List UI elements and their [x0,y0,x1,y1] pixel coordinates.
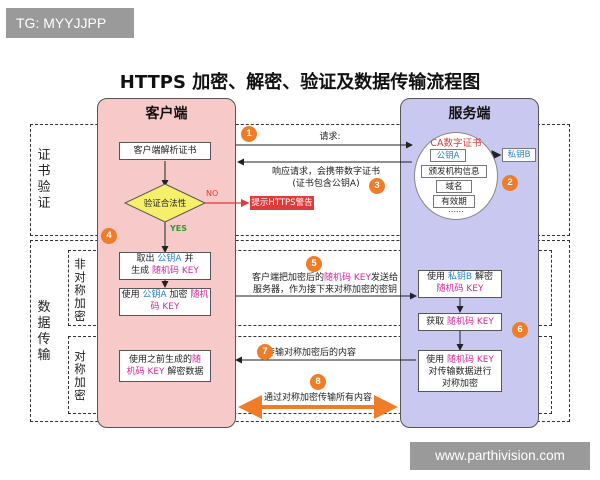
get-key-box: 获取 随机码 KEY [418,313,502,331]
section-sym-label: 对称加密 [74,349,86,402]
server-decrypt-line2: 随机码 KEY [436,284,484,294]
ca-title: CA数字证书 [430,138,482,149]
https-warning-box: 提示HTTPS警告 [250,196,314,210]
msg-transfer-encrypted: 传输对称加密后的内容 [266,348,357,358]
parse-cert-box: 客户端解析证书 [119,142,211,160]
ca-domain: 域名 [436,180,472,193]
server-decrypt-box: 使用 私钥B 解密 随机码 KEY [418,270,502,298]
server-sym-box: 使用 随机码 KEY 对传输数据进行 对称加密 [418,350,502,392]
take-pubkey-line1: 取出 公钥A 并 [136,254,194,264]
validity-diamond [123,183,207,223]
step-1-badge: 1 [241,126,257,142]
msg-send-line1: 客户端把加密后的随机码 KEY发送给 [252,273,398,283]
diagram-title: HTTPS 加密、解密、验证及数据传输流程图 [119,72,481,93]
step-5-badge: 5 [306,256,322,272]
ca-issuer: 颁发机构信息 [421,165,487,178]
server-sym-line3: 对称加密 [441,379,478,389]
yes-label: YES [170,224,188,233]
watermark-tag: TG: MYYJJPP [6,8,134,38]
no-label: NO [206,189,219,198]
msg-send-line2: 服务器，作为接下来对称加密的密钥 [252,285,397,295]
client-header: 客户端 [145,106,188,122]
section-asym-label: 非对称加密 [74,257,86,323]
ca-more: ...... [448,205,464,214]
server-header: 服务端 [448,106,491,122]
section-data-frame [30,240,570,422]
encrypt-key-box: 使用 公钥A 加密 随机码 KEY [119,288,211,316]
msg-send-key: 客户端把加密后的随机码 KEY发送给 服务器，作为接下来对称加密的密钥 [240,272,410,296]
step-7-badge: 7 [257,344,273,360]
step-3-badge: 3 [369,178,385,194]
client-decrypt-line1: 使用之前生成的随 [128,355,202,365]
watermark-site: www.parthivision.com [410,442,590,470]
private-key-box: 私钥B [502,148,536,162]
section-data-label: 数据传输 [37,300,51,363]
step-2-badge: 2 [502,175,518,191]
step-8-badge: 8 [310,374,326,390]
client-decrypt-box: 使用之前生成的随 机码 KEY 解密数据 [119,350,211,382]
msg-request: 请求: [319,132,341,142]
server-decrypt-line1: 使用 私钥B 解密 [427,272,493,282]
msg-response-line2: (证书包含公钥A) [292,179,360,189]
take-pubkey-box: 取出 公钥A 并 生成 随机码 KEY [119,252,211,280]
section-cert-frame [30,124,570,236]
encrypt-key-line1: 使用 公钥A 加密 随机码 KEY [121,290,209,312]
section-asym-frame [68,250,552,326]
take-pubkey-line2: 生成 随机码 KEY [131,266,199,276]
msg-transfer-all: 通过对称加密传输所有内容 [263,393,372,403]
client-decrypt-line2: 机码 KEY 解密数据 [126,367,204,377]
ca-validity: 有效期 [433,195,475,208]
section-cert-label: 证书验证 [37,148,51,211]
step-4-badge: 4 [101,228,117,244]
server-sym-line2: 对传输数据进行 [428,367,492,377]
msg-response: 响应请求，会携带数字证书 (证书包含公钥A) [246,166,406,190]
msg-response-line1: 响应请求，会携带数字证书 [271,167,380,177]
ca-pubkey: 公钥A [430,149,466,162]
server-sym-line1: 使用 随机码 KEY [426,355,494,365]
step-6-badge: 6 [512,322,528,338]
validity-label: 验证合法性 [143,199,187,209]
